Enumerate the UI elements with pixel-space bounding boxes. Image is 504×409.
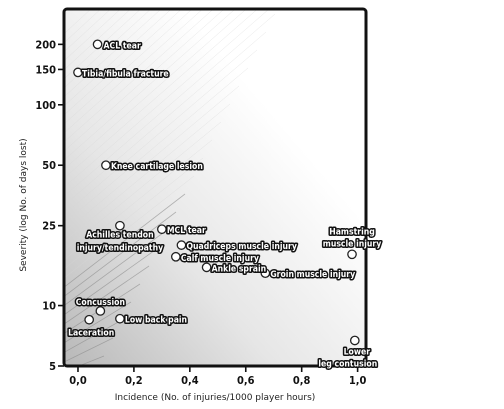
shade-line [64,229,168,307]
shade-line [64,121,222,252]
shade-line [64,9,204,134]
x-axis: 0,0 0,2 0,4 0,6 0,8 1,0 [68,366,368,388]
point-label: Lower [344,347,371,357]
shade-line [64,265,150,325]
shade-line [64,301,132,344]
shade-line [64,9,270,188]
y-tick-label: 5 [49,360,56,373]
data-point [201,262,212,273]
shade-line [64,49,258,215]
shade-line [64,9,121,62]
shade-line [64,9,183,116]
shade-line [64,9,258,179]
shade-line [64,337,114,363]
data-point [95,306,106,316]
point-label: Tibia/fibula fracture [82,69,169,79]
point-label: Achilles tendon [86,231,153,241]
y-tick-label: 10 [42,300,56,313]
point-label: Quadriceps muscle injury [186,242,296,252]
y-tick-label: 150 [35,63,56,76]
shade-line [64,9,142,80]
plot-shading-lines [64,9,276,366]
data-point [347,249,357,260]
shade-line [64,9,193,125]
y-axis-title: Severity (log No. of days lost) [19,138,29,271]
plot-frame [62,7,368,368]
shade-line [64,9,247,170]
plot-background [64,9,366,366]
y-tick-label: 25 [42,220,56,233]
y-tick-label: 100 [35,99,56,112]
data-point [73,67,83,78]
x-tick-label: 0,8 [293,374,311,387]
x-axis-title: Incidence (No. of injuries/1000 player h… [115,393,316,403]
shade-line [64,9,162,98]
data-point [349,335,360,346]
shade-line [64,9,236,161]
data-point [260,268,271,279]
shade-line [64,139,213,261]
shade-line [64,247,159,316]
shade-line [64,13,276,197]
point-label: injury/tendinopathy [77,244,163,254]
shade-line [64,85,240,233]
shade-line [64,103,231,243]
shade-line [64,157,204,270]
shade-line [64,9,131,71]
shade-line [64,31,267,206]
y-tick-label: 50 [42,159,56,172]
shade-line [64,9,152,89]
point-label: Calf muscle injury [181,254,259,264]
shade-line [64,211,177,297]
point-label: Low back pain [125,316,187,326]
x-tick-label: 0,2 [125,374,143,387]
shade-line [64,193,186,288]
y-axis: 5 10 25 50 100 150 200 [34,37,64,374]
data-point [176,240,187,250]
point-label: Hamstring [329,227,375,237]
x-tick-label: 0,0 [69,374,87,387]
data-point [115,313,125,324]
x-tick-label: 1,0 [349,374,367,387]
x-tick-label: 0,6 [237,374,255,387]
shade-line [64,175,195,279]
x-tick-label: 0,4 [181,374,199,387]
shade-line [64,9,172,107]
point-label: ACL tear [104,41,141,51]
shade-line [77,355,105,366]
data-point [115,220,125,231]
data-point [92,39,103,50]
data-point [171,251,181,262]
point-label: Groin muscle injury [270,270,355,280]
point-label: MCL tear [167,226,206,236]
data-point [84,314,95,325]
shade-line [64,9,225,152]
point-label: Ankle sprain [212,264,267,274]
data-points [73,39,360,346]
data-point [157,224,167,235]
point-label: Knee cartilage lesion [111,162,203,172]
shade-line [64,67,249,224]
point-label: Laceration [68,329,114,339]
shade-line [64,9,214,143]
data-point [101,160,111,171]
y-tick-label: 200 [35,38,56,51]
point-label: leg contusion [318,359,377,369]
point-label: muscle injury [323,239,382,249]
point-label: Concussion [76,298,125,308]
